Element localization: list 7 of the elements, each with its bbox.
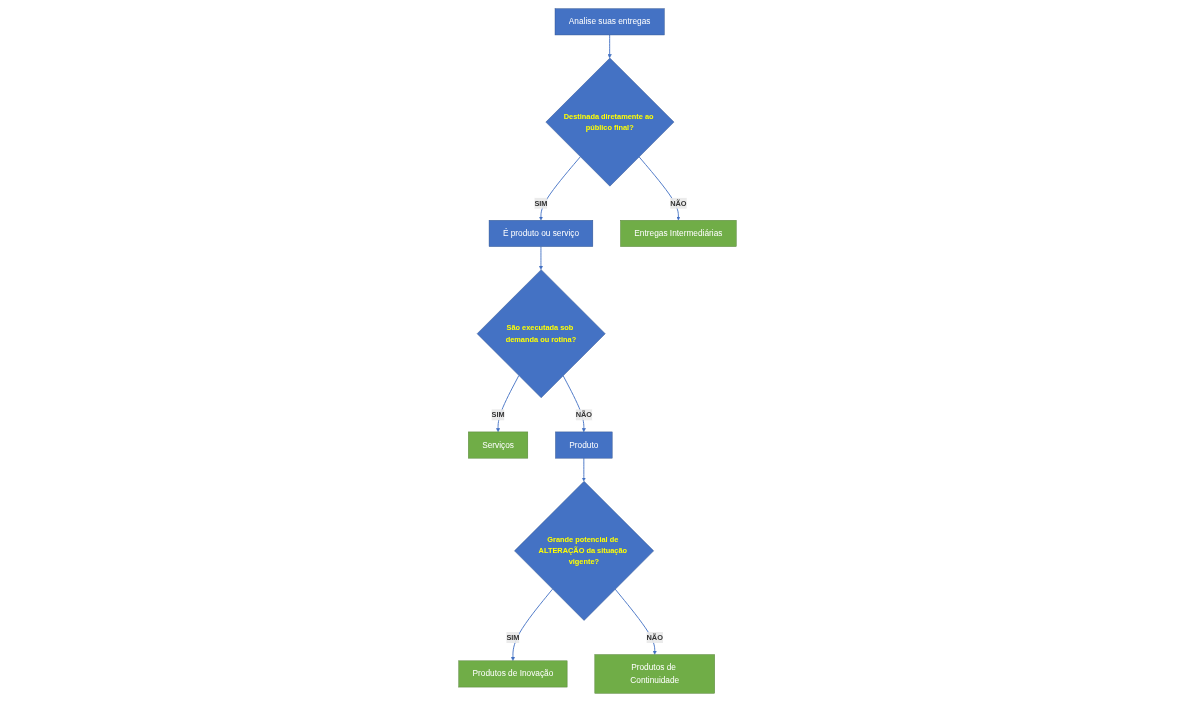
node-box: Produto — [555, 431, 613, 459]
node-box: Serviços — [468, 431, 529, 459]
node-box: É produto ou serviço — [488, 220, 594, 247]
node-box: Produtos de Continuidade — [594, 654, 715, 694]
node-box: Analise suas entregas — [554, 8, 665, 36]
node-box: Produtos de Inovação — [458, 660, 568, 688]
node-box: Entregas Intermediárias — [620, 220, 737, 247]
